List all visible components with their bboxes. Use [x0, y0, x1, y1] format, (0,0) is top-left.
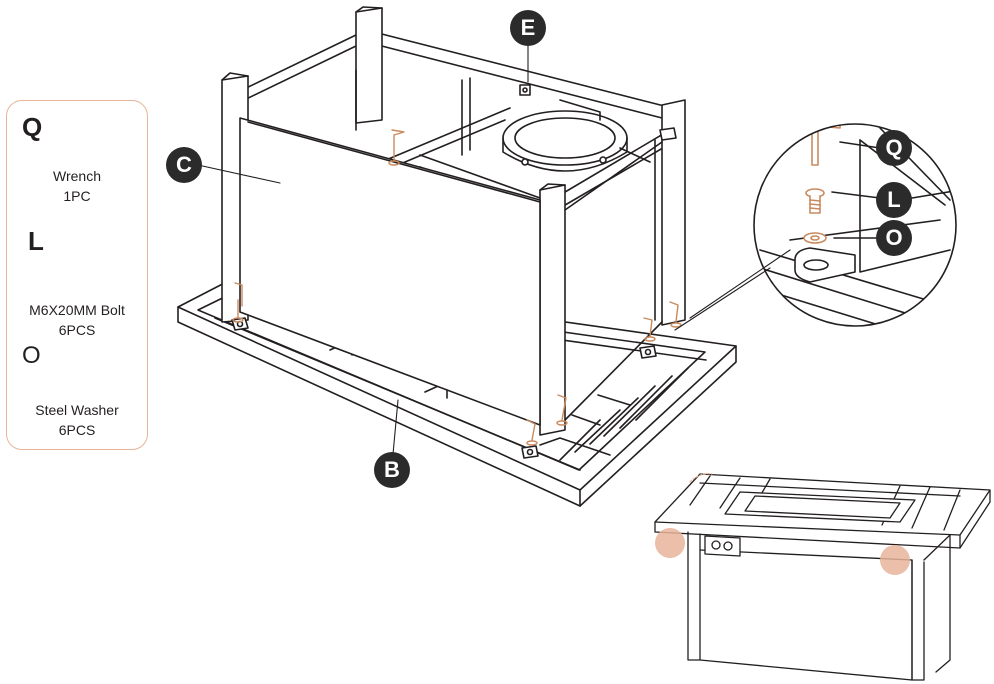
- part-q-letter: Q: [22, 112, 43, 142]
- base-brackets: [231, 127, 677, 459]
- callout-o: O: [876, 220, 912, 256]
- finished-table-thumbnail: [654, 473, 991, 681]
- callout-q: Q: [876, 130, 912, 166]
- callout-e: E: [510, 10, 546, 46]
- part-o-qty: 6PCS: [58, 422, 96, 438]
- burner-ring-e: [502, 84, 651, 172]
- part-o-name: Steel Washer: [35, 402, 119, 418]
- part-o-letter: O: [22, 342, 41, 369]
- bolt-markers: [232, 129, 682, 446]
- front-panel-c: [239, 117, 541, 426]
- part-l-qty: 6PCS: [58, 322, 96, 338]
- callout-b: B: [374, 452, 410, 488]
- part-q-qty: 1PC: [63, 188, 91, 204]
- callout-c: C: [166, 147, 202, 183]
- detail-zoom-circle: [753, 123, 957, 327]
- parts-list-panel: [6, 100, 148, 450]
- part-q-name: Wrench: [53, 168, 101, 184]
- part-l-letter: L: [28, 226, 44, 256]
- part-l-name: M6X20MM Bolt: [29, 302, 125, 318]
- callout-l: L: [876, 182, 912, 218]
